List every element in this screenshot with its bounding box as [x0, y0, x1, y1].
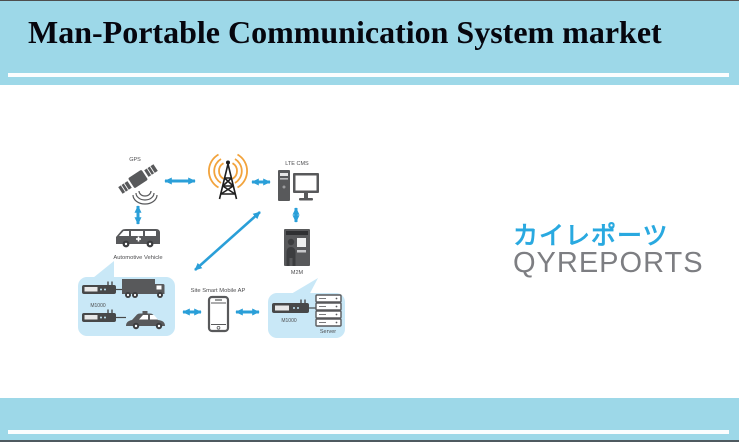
bottom-border — [0, 440, 739, 442]
network-diagram: GPS — [78, 153, 345, 338]
footer-divider — [8, 430, 729, 434]
fleet-m1000-label: M1000 — [90, 303, 106, 309]
page-title: Man-Portable Communication System market — [28, 14, 662, 50]
m1000-router-icon — [272, 299, 316, 313]
mobile-ap-label: Site Smart Mobile AP — [191, 288, 246, 294]
header-divider — [8, 73, 729, 77]
top-border — [0, 0, 739, 1]
content-panel: GPS — [0, 85, 739, 398]
logo-english-text: QYREPORTS — [513, 247, 704, 280]
gps-satellite-icon — [118, 164, 158, 205]
radio-tower-icon — [208, 153, 248, 200]
connection-arrows — [134, 177, 300, 316]
automotive-vehicle-label: Automotive Vehicle — [113, 255, 162, 261]
lte-cms-computer-icon — [278, 170, 319, 201]
qyreports-logo: カイレポーツ QYREPORTS — [513, 221, 704, 280]
m1000-router-icon — [82, 281, 122, 294]
server-m1000-label: M1000 — [281, 318, 297, 324]
truck-icon — [122, 279, 165, 298]
automotive-vehicle-icon — [116, 229, 160, 248]
logo-japanese-text: カイレポーツ — [513, 221, 669, 250]
smartphone-icon — [207, 295, 230, 333]
arrow-diagonal-ap-network — [194, 211, 261, 271]
m2m-device-icon — [284, 229, 310, 266]
tower-signal-waves-icon — [208, 153, 248, 189]
gps-signal-waves-icon — [132, 190, 158, 205]
server-callout: M1000 — [268, 278, 345, 338]
m2m-label: M2M — [291, 270, 304, 276]
server-stack-icon — [315, 294, 342, 327]
gps-label: GPS — [129, 157, 141, 163]
lte-cms-label: LTE CMS — [285, 161, 309, 167]
server-label: Server — [320, 329, 336, 335]
m1000-router-icon — [82, 309, 126, 322]
vehicle-fleet-callout: M1000 — [78, 261, 175, 336]
taxi-car-icon — [126, 311, 165, 330]
